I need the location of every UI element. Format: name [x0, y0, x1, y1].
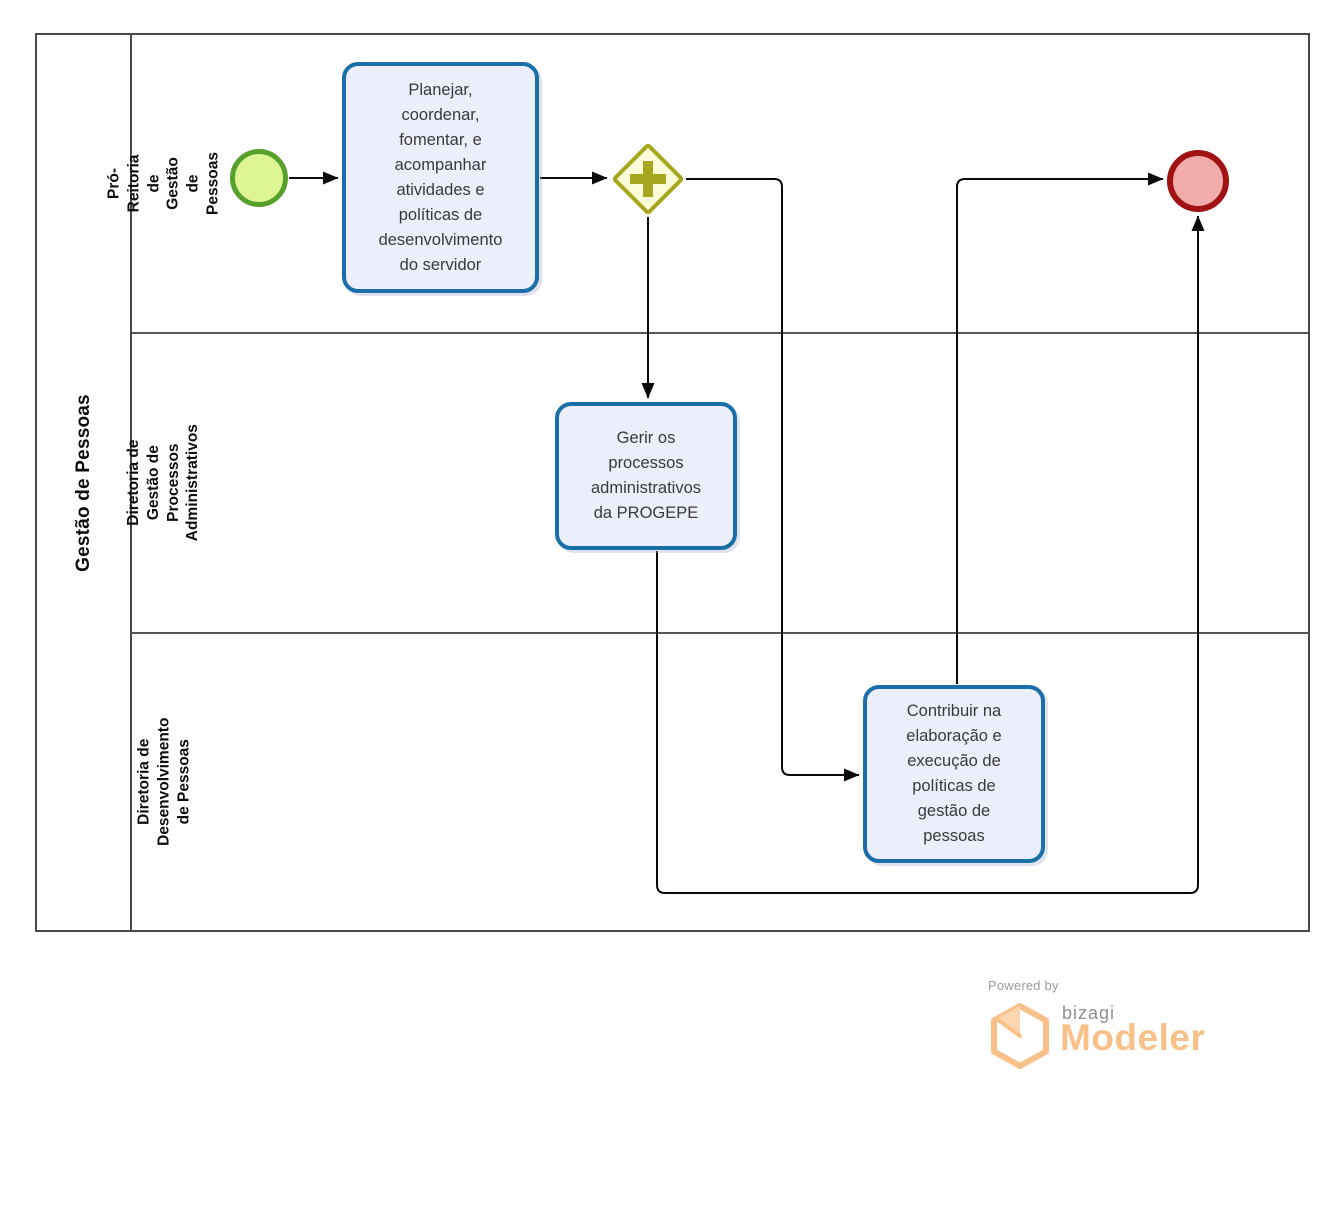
- lane-label-strip: Diretoria de Gestão de Processos Adminis…: [125, 334, 201, 632]
- bizagi-logo-row: bizagi Modeler: [988, 1001, 1248, 1071]
- pool-label: Gestão de Pessoas: [72, 393, 94, 572]
- powered-by-label: Powered by: [988, 978, 1059, 993]
- lane-diretoria-desenvolvimento: Diretoria de Desenvolvimento de Pessoas: [132, 632, 1308, 930]
- task-contribuir: Contribuir na elaboração e execução de p…: [863, 685, 1045, 863]
- lane-label-diretoria-desenvolvimento: Diretoria de Desenvolvimento de Pessoas: [135, 717, 192, 847]
- plus-icon: [630, 161, 666, 197]
- pool-header: Gestão de Pessoas: [37, 35, 132, 930]
- lane-label-strip: Diretoria de Desenvolvimento de Pessoas: [132, 634, 196, 930]
- lane-label-strip: Pró-Reitoria de Gestão de Pessoas: [106, 35, 222, 332]
- bizagi-logo-icon: [991, 1003, 1049, 1069]
- start-event: [230, 149, 288, 207]
- bizagi-wordmark: bizagi: [1062, 1003, 1116, 1023]
- bizagi-watermark: Powered by bizagi Modeler: [988, 978, 1248, 1078]
- task-gerir: Gerir os processos administrativos da PR…: [555, 402, 737, 550]
- lane-label-diretoria-processos: Diretoria de Gestão de Processos Adminis…: [125, 424, 202, 542]
- task-planejar: Planejar, coordenar, fomentar, e acompan…: [342, 62, 539, 293]
- modeler-wordmark: Modeler: [1060, 1017, 1206, 1058]
- end-event: [1167, 150, 1229, 212]
- lane-label-pro-reitoria: Pró-Reitoria de Gestão de Pessoas: [105, 152, 222, 215]
- lane-pro-reitoria: Pró-Reitoria de Gestão de Pessoas: [106, 35, 1308, 332]
